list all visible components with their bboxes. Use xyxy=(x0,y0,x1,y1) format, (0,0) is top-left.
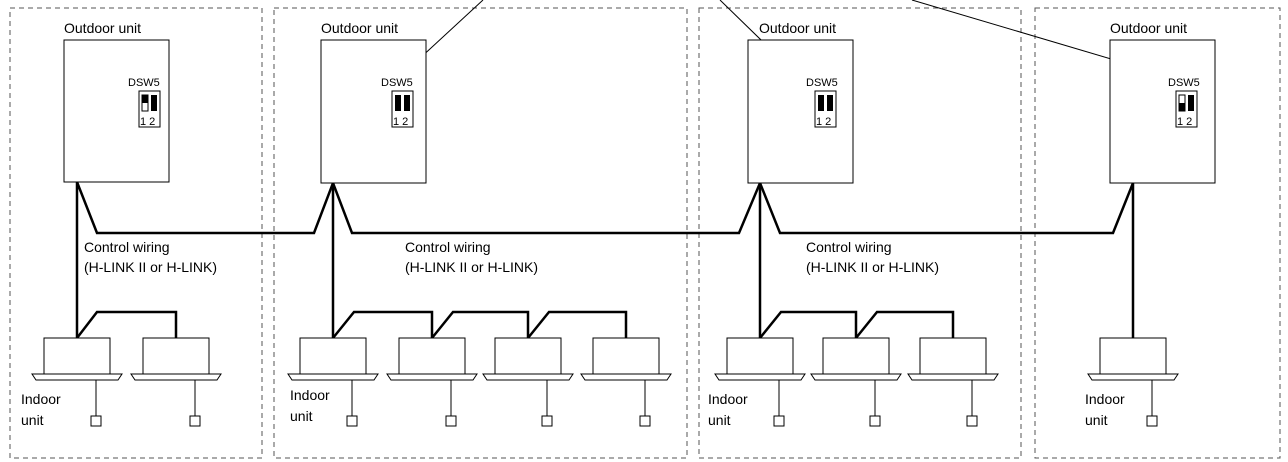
indoor-unit-b4-body xyxy=(592,337,660,375)
indoor-unit-b2-body xyxy=(398,337,466,375)
control-wiring-label-a: Control wiring xyxy=(84,239,170,255)
indoor-unit-b2-remote-controller xyxy=(445,415,457,427)
control-wiring-labels: Control wiring (H-LINK II or H-LINK) Con… xyxy=(84,239,939,275)
wiring-b-daisy xyxy=(332,310,628,342)
indoor-unit-d1-remote-controller xyxy=(1146,415,1158,427)
indoor-unit-b4 xyxy=(580,337,672,427)
indoor-unit-c1-remote-controller xyxy=(773,415,785,427)
indoor-unit-a1-remote-controller xyxy=(90,415,102,427)
indoor-unit-labels: Indoor unit Indoor unit Indoor unit Indo… xyxy=(21,387,1125,428)
indoor-label-c: Indoor xyxy=(708,391,748,407)
indoor-label-c-unit: unit xyxy=(708,412,731,428)
indoor-unit-b3-body xyxy=(494,337,562,375)
indoor-unit-c3-remote-controller xyxy=(966,415,978,427)
dip-switch-c-pin2 xyxy=(827,95,833,111)
indoor-unit-c1 xyxy=(714,337,806,427)
indoor-label-b: Indoor xyxy=(290,387,330,403)
dip-switch-a-pin1-knob xyxy=(142,95,148,103)
control-wiring-label-b: Control wiring xyxy=(405,239,491,255)
outdoor-unit-c-body xyxy=(747,39,854,184)
outdoor-unit-c-dsw5-label: DSW5 xyxy=(806,77,838,89)
indoor-unit-a2-remote-controller xyxy=(189,415,201,427)
indoor-unit-c2-remote-controller xyxy=(869,415,881,427)
control-wiring-spec-c: (H-LINK II or H-LINK) xyxy=(806,259,939,275)
outdoor-unit-a: Outdoor unit DSW5 1 2 xyxy=(63,20,170,183)
indoor-unit-c3 xyxy=(907,337,999,427)
indoor-units xyxy=(31,337,1179,427)
wiring-c-daisy xyxy=(759,310,955,342)
wiring-a-trunk xyxy=(75,179,1135,338)
dip-switch-c-numbers: 1 2 xyxy=(816,116,831,128)
indoor-unit-b3-remote-controller xyxy=(541,415,553,427)
outdoor-unit-a-dsw5-label: DSW5 xyxy=(128,77,160,89)
dip-switch-b-pin1 xyxy=(395,95,401,111)
outdoor-unit-c-label: Outdoor unit xyxy=(759,20,836,36)
outdoor-unit-d-body xyxy=(1109,39,1216,184)
dip-switch-c-pin1 xyxy=(818,95,824,111)
dip-switch-d-pin1-knob xyxy=(1179,103,1185,111)
outdoor-unit-d: Outdoor unit DSW5 1 2 xyxy=(1109,20,1216,184)
control-wiring-spec-a: (H-LINK II or H-LINK) xyxy=(84,259,217,275)
outdoor-units: Outdoor unit DSW5 1 2 Outdoor unit DSW5 … xyxy=(63,20,1216,184)
outdoor-unit-c: Outdoor unit DSW5 1 2 xyxy=(747,20,854,184)
indoor-label-a: Indoor xyxy=(21,391,61,407)
indoor-unit-c1-panel xyxy=(714,373,806,381)
indoor-unit-c3-body xyxy=(919,337,987,375)
indoor-unit-c1-body xyxy=(726,337,794,375)
indoor-unit-c3-panel xyxy=(907,373,999,381)
indoor-unit-c2-panel xyxy=(810,373,902,381)
outdoor-unit-b-label: Outdoor unit xyxy=(321,20,398,36)
indoor-unit-b1 xyxy=(287,337,379,427)
indoor-unit-b1-body xyxy=(299,337,367,375)
indoor-unit-b1-remote-controller xyxy=(346,415,358,427)
indoor-label-d-unit: unit xyxy=(1085,412,1108,428)
indoor-unit-a1-body xyxy=(43,337,111,375)
indoor-unit-b2-panel xyxy=(386,373,478,381)
control-wiring xyxy=(75,179,1135,342)
control-wiring-spec-b: (H-LINK II or H-LINK) xyxy=(405,259,538,275)
indoor-unit-a1 xyxy=(31,337,123,427)
indoor-unit-a1-panel xyxy=(31,373,123,381)
indoor-label-d: Indoor xyxy=(1085,391,1125,407)
dip-switch-d-pin2 xyxy=(1188,95,1194,111)
indoor-label-a-unit: unit xyxy=(21,412,44,428)
indoor-unit-b4-remote-controller xyxy=(639,415,651,427)
indoor-unit-a2-panel xyxy=(130,373,222,381)
outdoor-unit-a-label: Outdoor unit xyxy=(64,20,141,36)
dip-switch-a-pin2 xyxy=(151,95,157,111)
dip-switch-a-numbers: 1 2 xyxy=(140,116,155,128)
outdoor-unit-b-dsw5-label: DSW5 xyxy=(381,77,413,89)
outdoor-unit-d-dsw5-label: DSW5 xyxy=(1168,77,1200,89)
indoor-label-b-unit: unit xyxy=(290,408,313,424)
outdoor-unit-b: Outdoor unit DSW5 1 2 xyxy=(320,20,427,184)
indoor-unit-b2 xyxy=(386,337,478,427)
dip-switch-b-numbers: 1 2 xyxy=(393,116,408,128)
indoor-unit-a2-body xyxy=(142,337,210,375)
indoor-unit-b3 xyxy=(482,337,574,427)
wiring-a-daisy xyxy=(76,310,178,339)
indoor-unit-a2 xyxy=(130,337,222,427)
indoor-unit-b3-panel xyxy=(482,373,574,381)
indoor-unit-b4-panel xyxy=(580,373,672,381)
indoor-unit-d1-body xyxy=(1099,337,1167,375)
indoor-unit-c2 xyxy=(810,337,902,427)
indoor-unit-c2-body xyxy=(822,337,890,375)
control-wiring-label-c: Control wiring xyxy=(806,239,892,255)
dip-switch-b-pin2 xyxy=(404,95,410,111)
indoor-unit-d1-panel xyxy=(1087,373,1179,381)
outdoor-unit-d-label: Outdoor unit xyxy=(1110,20,1187,36)
dip-switch-d-numbers: 1 2 xyxy=(1177,116,1192,128)
indoor-unit-b1-panel xyxy=(287,373,379,381)
indoor-unit-d1 xyxy=(1087,337,1179,427)
